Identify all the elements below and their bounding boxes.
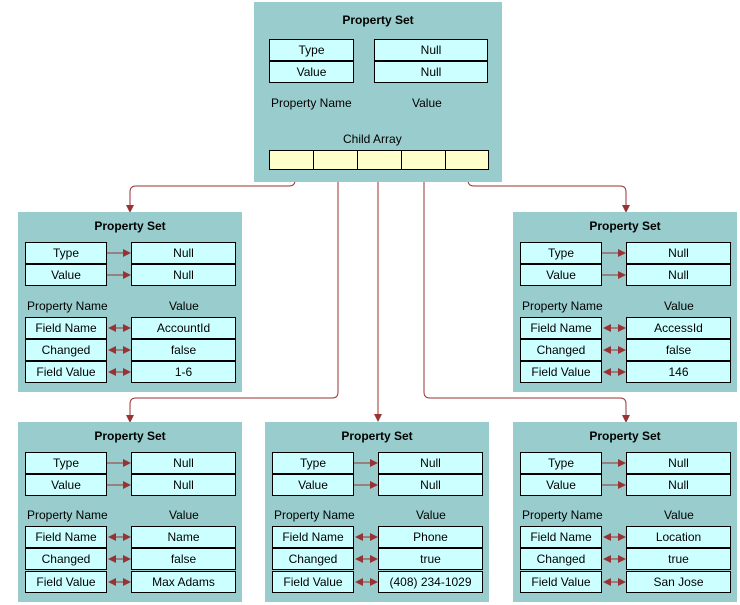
- property-name-header: Property Name: [27, 508, 108, 522]
- root-value-label: Value: [269, 61, 354, 83]
- row-name-2: Changed: [520, 548, 602, 570]
- value-header: Value: [664, 508, 694, 522]
- child-title: Property Set: [341, 429, 413, 443]
- child-array-slot-2: [313, 150, 358, 170]
- child-property-set-1: Property Set Type Value Null Null Proper…: [18, 212, 242, 392]
- row-value-1: Name: [131, 526, 236, 548]
- child-title: Property Set: [94, 219, 166, 233]
- row-value-3: San Jose: [626, 571, 731, 593]
- property-name-header: Property Name: [522, 299, 603, 313]
- property-name-header: Property Name: [274, 508, 355, 522]
- row-name-1: Field Name: [520, 317, 602, 339]
- row-name-2: Changed: [520, 339, 602, 361]
- root-value-value: Null: [374, 61, 488, 83]
- root-property-name-header: Property Name: [271, 96, 352, 110]
- value-header: Value: [169, 299, 199, 313]
- child-property-set-3: Property Set Type Value Null Null Proper…: [18, 422, 242, 602]
- child-2-arrows: [602, 249, 626, 376]
- type-label: Type: [25, 452, 107, 474]
- child-array-slot-3: [357, 150, 402, 170]
- row-value-1: AccessId: [626, 317, 731, 339]
- row-name-3: Field Value: [25, 571, 107, 593]
- type-label: Type: [520, 242, 602, 264]
- type-label: Type: [272, 452, 354, 474]
- row-name-3: Field Value: [25, 361, 107, 383]
- value-label: Value: [272, 474, 354, 496]
- child-property-set-5: Property Set Type Value Null Null Proper…: [513, 422, 737, 602]
- type-value: Null: [378, 452, 483, 474]
- child-title: Property Set: [589, 429, 661, 443]
- connector-to-child-1: [126, 169, 296, 213]
- child-array-slot-4: [401, 150, 446, 170]
- value-label: Value: [25, 264, 107, 286]
- row-name-3: Field Value: [520, 571, 602, 593]
- value-header: Value: [416, 508, 446, 522]
- row-name-2: Changed: [25, 548, 107, 570]
- child-1-arrows: [107, 249, 131, 376]
- connector-to-child-3: [126, 169, 339, 423]
- root-type-label: Type: [269, 39, 354, 61]
- child-property-set-4: Property Set Type Value Null Null Proper…: [265, 422, 489, 602]
- row-value-3: 1-6: [131, 361, 236, 383]
- child-5-arrows: [602, 459, 626, 586]
- root-type-value: Null: [374, 39, 488, 61]
- row-value-2: false: [131, 339, 236, 361]
- row-name-1: Field Name: [520, 526, 602, 548]
- type-value: Null: [131, 242, 236, 264]
- row-name-1: Field Name: [272, 526, 354, 548]
- value-value: Null: [626, 474, 731, 496]
- row-value-1: Phone: [378, 526, 483, 548]
- property-name-header: Property Name: [522, 508, 603, 522]
- row-name-1: Field Name: [25, 526, 107, 548]
- value-header: Value: [664, 299, 694, 313]
- child-array-slot-5: [445, 150, 489, 170]
- connector-to-child-5: [423, 169, 630, 423]
- child-4-arrows: [354, 459, 378, 586]
- child-title: Property Set: [589, 219, 661, 233]
- type-label: Type: [25, 242, 107, 264]
- property-name-header: Property Name: [27, 299, 108, 313]
- row-name-1: Field Name: [25, 317, 107, 339]
- value-value: Null: [131, 474, 236, 496]
- root-property-set: Property Set Type Value Null Null Proper…: [254, 2, 502, 182]
- row-name-3: Field Value: [272, 571, 354, 593]
- value-label: Value: [520, 474, 602, 496]
- root-title: Property Set: [342, 13, 414, 27]
- row-value-2: true: [626, 548, 731, 570]
- child-array-label: Child Array: [343, 132, 402, 146]
- child-3-arrows: [107, 459, 131, 586]
- row-name-3: Field Value: [520, 361, 602, 383]
- row-value-3: 146: [626, 361, 731, 383]
- row-value-2: false: [626, 339, 731, 361]
- value-value: Null: [131, 264, 236, 286]
- row-value-1: AccountId: [131, 317, 236, 339]
- child-array-slot-1: [269, 150, 314, 170]
- row-value-3: (408) 234-1029: [378, 571, 483, 593]
- child-property-set-2: Property Set Type Value Null Null Proper…: [513, 212, 737, 392]
- type-label: Type: [520, 452, 602, 474]
- row-value-2: false: [131, 548, 236, 570]
- child-title: Property Set: [94, 429, 166, 443]
- row-name-2: Changed: [25, 339, 107, 361]
- root-value-header: Value: [412, 96, 442, 110]
- connector-to-child-2: [467, 169, 630, 213]
- type-value: Null: [626, 452, 731, 474]
- type-value: Null: [131, 452, 236, 474]
- type-value: Null: [626, 242, 731, 264]
- row-value-3: Max Adams: [131, 571, 236, 593]
- value-header: Value: [169, 508, 199, 522]
- value-value: Null: [378, 474, 483, 496]
- row-value-2: true: [378, 548, 483, 570]
- row-value-1: Location: [626, 526, 731, 548]
- value-value: Null: [626, 264, 731, 286]
- value-label: Value: [25, 474, 107, 496]
- value-label: Value: [520, 264, 602, 286]
- row-name-2: Changed: [272, 548, 354, 570]
